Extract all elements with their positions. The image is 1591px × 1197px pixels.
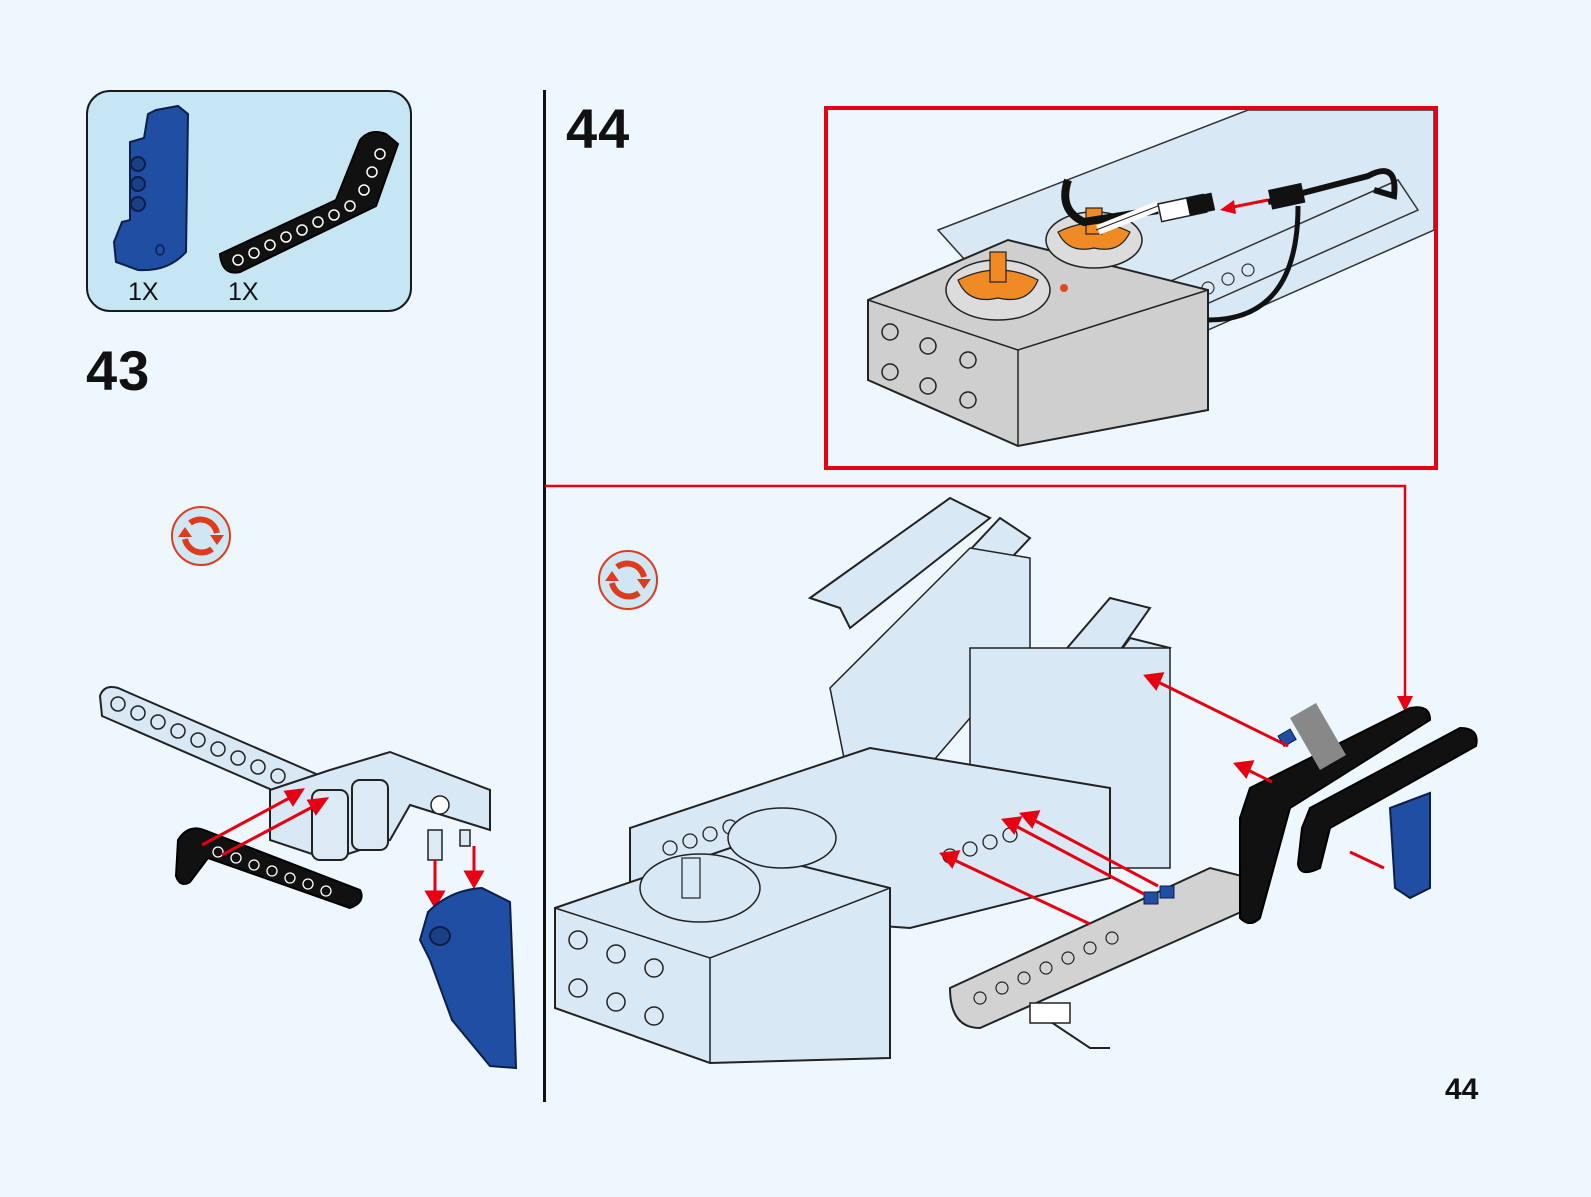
blue-angular-connector-part: [112, 104, 190, 272]
part-quantity-1: 1X: [128, 278, 159, 306]
parts-list-box: 1X 1X: [86, 90, 412, 312]
step-divider: [543, 90, 546, 1102]
callout-box: [824, 106, 1438, 470]
step-number-43: 43: [86, 339, 151, 402]
rotate-model-icon: [598, 550, 658, 610]
black-bent-beam-part: [218, 131, 400, 274]
step-number-44: 44: [566, 97, 631, 160]
step-43-illustration: [98, 686, 518, 1070]
part-quantity-2: 1X: [228, 278, 259, 306]
page-number: 44: [1445, 1073, 1479, 1106]
callout-connector-line: [545, 484, 1413, 712]
step-44-illustration: [554, 496, 1478, 1065]
cable-connection-detail: [867, 110, 1434, 448]
rotate-model-icon: [171, 506, 231, 566]
